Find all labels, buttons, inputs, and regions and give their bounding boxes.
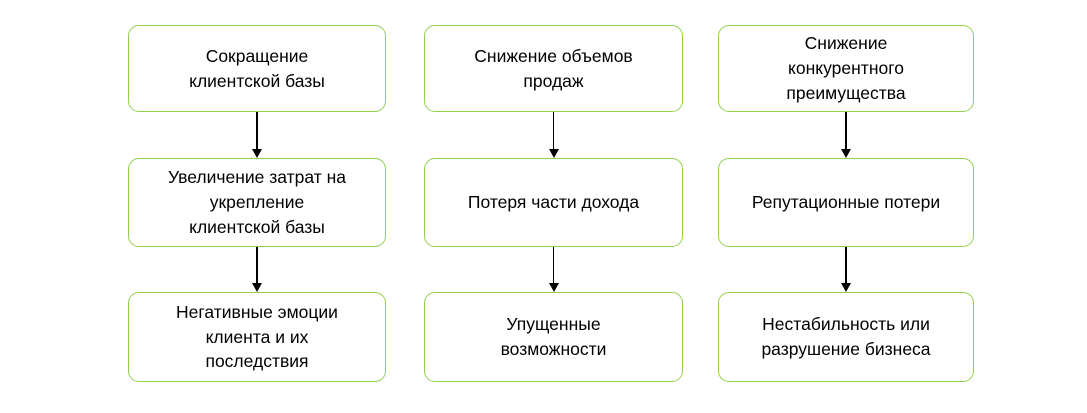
flow-box-label: Упущенные возможности [500, 314, 607, 359]
flow-box: Снижение объемов продаж [424, 25, 683, 112]
down-arrow-connector [251, 247, 263, 292]
flow-box: Потеря части дохода [424, 158, 683, 247]
down-arrow-connector [251, 112, 263, 158]
diagram-column-2: Снижение объемов продаж Потеря части дох… [424, 25, 683, 382]
arrow-head-icon [841, 149, 851, 158]
down-arrow-connector [840, 112, 852, 158]
flow-box: Упущенные возможности [424, 292, 683, 382]
flow-box: Репутационные потери [718, 158, 974, 247]
flow-box: Негативные эмоции клиента и их последств… [128, 292, 386, 382]
flow-box-label: Потеря части дохода [467, 192, 640, 213]
arrow-line [552, 112, 555, 150]
flow-box-label: Снижение конкурентного преимущества [786, 33, 906, 103]
flow-box: Нестабильность или разрушение бизнеса [718, 292, 974, 382]
arrow-head-icon [841, 283, 851, 292]
flow-box: Увеличение затрат на укрепление клиентск… [128, 158, 386, 247]
arrow-head-icon [548, 149, 559, 158]
flow-box: Снижение конкурентного преимущества [718, 25, 974, 112]
flow-box-label: Сокращение клиентской базы [189, 45, 325, 91]
arrow-head-icon [252, 149, 262, 158]
arrow-line [552, 247, 555, 284]
flow-box-label: Увеличение затрат на укрепление клиентск… [168, 167, 346, 237]
flow-box-label: Снижение объемов продаж [474, 45, 633, 91]
down-arrow-connector [840, 247, 852, 292]
arrow-line [845, 247, 847, 284]
arrow-line [845, 112, 847, 150]
arrow-head-icon [252, 283, 262, 292]
arrow-head-icon [548, 283, 559, 292]
flow-box: Сокращение клиентской базы [128, 25, 386, 112]
flow-box-label: Репутационные потери [751, 192, 941, 213]
flow-box-label: Негативные эмоции клиента и их последств… [176, 301, 338, 372]
down-arrow-connector [548, 112, 560, 158]
down-arrow-connector [548, 247, 560, 292]
arrow-line [256, 247, 258, 284]
diagram-column-3: Снижение конкурентного преимущества Репу… [718, 25, 974, 382]
arrow-line [256, 112, 258, 150]
diagram-column-1: Сокращение клиентской базы Увеличение за… [128, 25, 386, 382]
flow-box-label: Нестабильность или разрушение бизнеса [761, 314, 931, 359]
